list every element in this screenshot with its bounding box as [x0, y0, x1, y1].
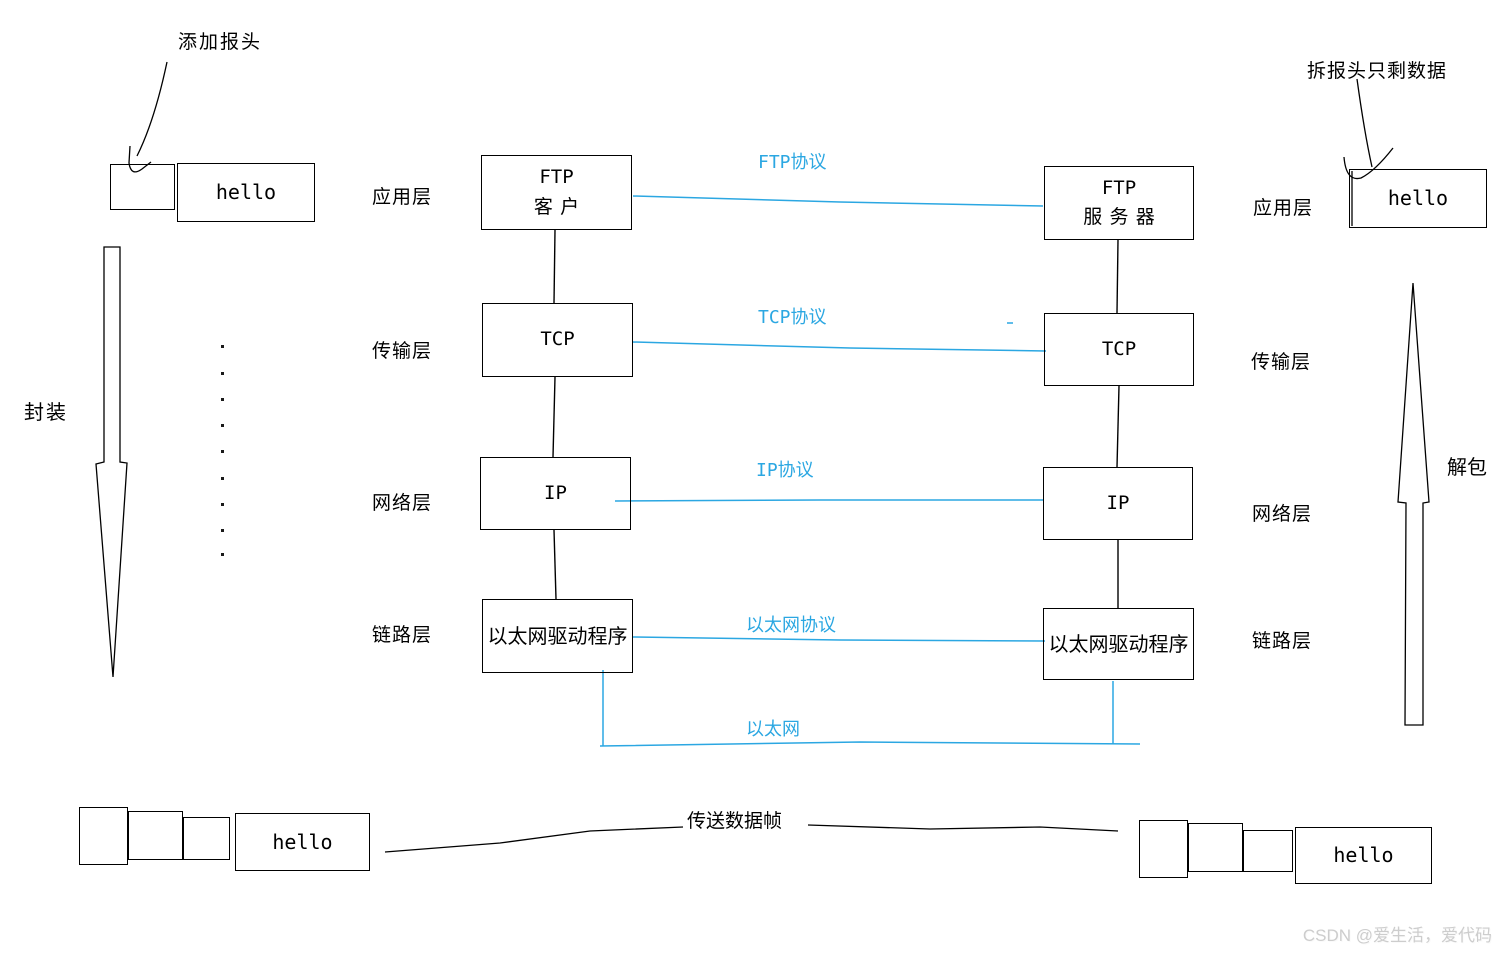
- add-header-arrow-hook: [128, 145, 152, 173]
- server-ip-box: IP: [1043, 467, 1193, 540]
- top-left-data-box: hello: [177, 163, 315, 222]
- bottom-right-frame-header1-box: [1139, 820, 1188, 878]
- client-ethernet-driver-box: 以太网驱动程序: [482, 599, 633, 673]
- add-header-label: 添加报头: [178, 31, 263, 53]
- ftp-protocol-link: [632, 195, 1044, 207]
- server-ftp-line2: 服务器: [1083, 206, 1162, 228]
- bottom-left-frame-header1-box: [79, 807, 128, 865]
- server-layer-label-transport: 传输层: [1251, 351, 1312, 373]
- server-layer-label-network: 网络层: [1252, 503, 1313, 525]
- server-ftp-line1: FTP: [1101, 176, 1137, 199]
- decapsulation-label: 解包: [1447, 455, 1487, 479]
- server-connector-app-tcp: [1116, 239, 1119, 314]
- server-tcp-label: TCP: [1101, 337, 1137, 360]
- client-tcp-box: TCP: [482, 303, 633, 377]
- server-connector-tcp-ip: [1116, 385, 1120, 468]
- bottom-right-data-box: hello: [1295, 827, 1432, 884]
- client-connector-ip-eth: [553, 529, 557, 600]
- encapsulation-down-arrow-icon: [95, 246, 128, 678]
- ip-protocol-label: IP协议: [756, 460, 814, 481]
- client-layer-label-application: 应用层: [372, 186, 433, 208]
- server-ethernet-driver-label: 以太网驱动程序: [1048, 631, 1189, 656]
- client-tcp-label: TCP: [540, 328, 575, 351]
- ethernet-protocol-link: [632, 636, 1046, 642]
- transmit-frame-line-right: [807, 824, 1119, 832]
- decapsulation-up-arrow-icon: [1397, 282, 1430, 726]
- bottom-right-data-label: hello: [1333, 843, 1394, 867]
- transmit-frame-label: 传送数据帧: [687, 810, 783, 832]
- ethernet-protocol-label: 以太网协议: [746, 615, 836, 636]
- strip-header-label: 拆报头只剩数据: [1307, 60, 1448, 82]
- strip-header-arrow-hook: [1343, 147, 1394, 180]
- client-ethernet-driver-label: 以太网驱动程序: [487, 623, 628, 648]
- encapsulation-label: 封装: [24, 400, 68, 424]
- client-ip-box: IP: [480, 457, 631, 530]
- server-ip-label: IP: [1106, 491, 1130, 514]
- top-right-data-box: hello: [1349, 169, 1487, 228]
- transmit-frame-line-left: [384, 826, 684, 853]
- client-ftp-box: FTP 客户: [481, 155, 632, 230]
- ip-protocol-link: [614, 499, 1043, 502]
- bottom-right-frame-header3-box: [1243, 830, 1293, 872]
- server-layer-label-application: 应用层: [1253, 197, 1314, 219]
- top-right-data-label: hello: [1387, 186, 1449, 210]
- server-ethernet-driver-box: 以太网驱动程序: [1043, 608, 1194, 680]
- client-connector-tcp-ip: [552, 376, 556, 458]
- tcp-protocol-link: [632, 341, 1047, 352]
- bottom-left-data-label: hello: [272, 829, 333, 854]
- ftp-protocol-label: FTP协议: [758, 152, 827, 173]
- client-ip-label: IP: [544, 481, 567, 504]
- client-connector-app-tcp: [553, 229, 556, 304]
- csdn-watermark: CSDN @爱生活，爱代码: [1302, 926, 1492, 945]
- strip-header-arrow: [1356, 78, 1373, 168]
- bottom-left-data-box: hello: [235, 813, 370, 871]
- bottom-right-frame-header2-box: [1188, 823, 1243, 872]
- server-layer-label-link: 链路层: [1252, 630, 1313, 652]
- ethernet-label: 以太网: [746, 719, 800, 740]
- tcp-protocol-label: TCP协议: [758, 307, 827, 328]
- top-left-data-label: hello: [215, 180, 277, 204]
- client-ftp-line2: 客户: [533, 195, 587, 218]
- server-tcp-box: TCP: [1044, 313, 1194, 386]
- client-ftp-line1: FTP: [539, 166, 574, 189]
- ellipsis-dots-column: [221, 345, 224, 556]
- top-left-header-box: [110, 164, 175, 210]
- client-layer-label-network: 网络层: [372, 492, 433, 514]
- add-header-arrow: [136, 61, 168, 157]
- server-ftp-box: FTP 服务器: [1044, 166, 1194, 240]
- bottom-left-frame-header2-box: [128, 811, 183, 860]
- client-layer-label-transport: 传输层: [372, 340, 433, 362]
- client-layer-label-link: 链路层: [372, 624, 433, 646]
- bottom-left-frame-header3-box: [183, 817, 230, 860]
- ethernet-bus-line: [599, 741, 1141, 747]
